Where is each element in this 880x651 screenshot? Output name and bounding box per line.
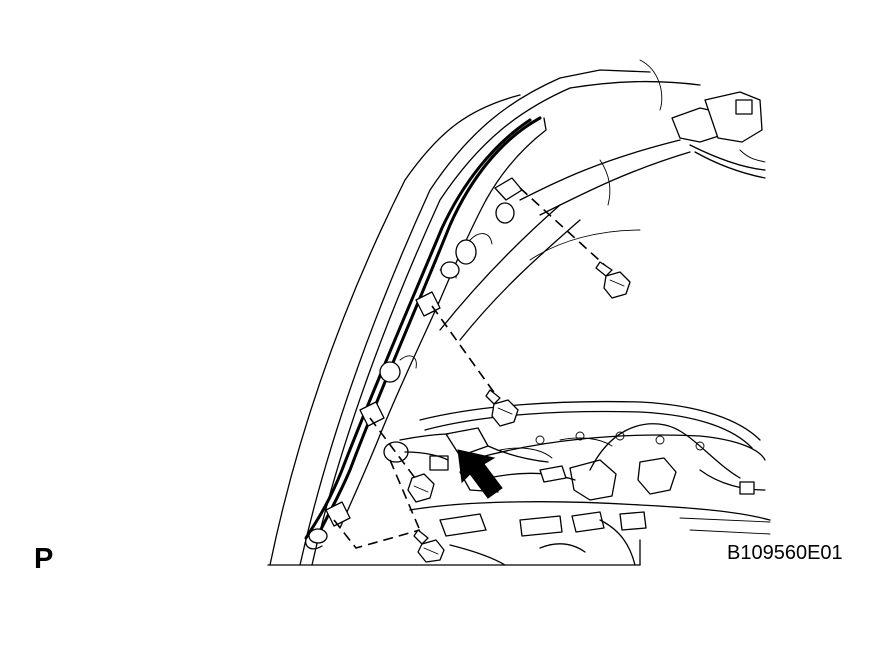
pillar-garnish bbox=[304, 116, 547, 550]
body-clip-holes bbox=[379, 202, 515, 463]
arrow-icon bbox=[457, 449, 503, 499]
body-outline bbox=[269, 59, 701, 566]
bolt-icon bbox=[595, 261, 631, 299]
alignment-lines bbox=[333, 187, 611, 549]
harness-connector bbox=[399, 427, 549, 493]
roof-inner-panel bbox=[439, 139, 691, 341]
upper-harness-bracket bbox=[671, 91, 766, 179]
figure-code: B109560E01 bbox=[727, 542, 843, 564]
view-label: P bbox=[34, 543, 54, 575]
instrument-panel bbox=[409, 400, 771, 566]
bolt-icon bbox=[485, 389, 519, 427]
bolt-icon bbox=[407, 473, 435, 503]
bolt-icon bbox=[413, 529, 445, 563]
